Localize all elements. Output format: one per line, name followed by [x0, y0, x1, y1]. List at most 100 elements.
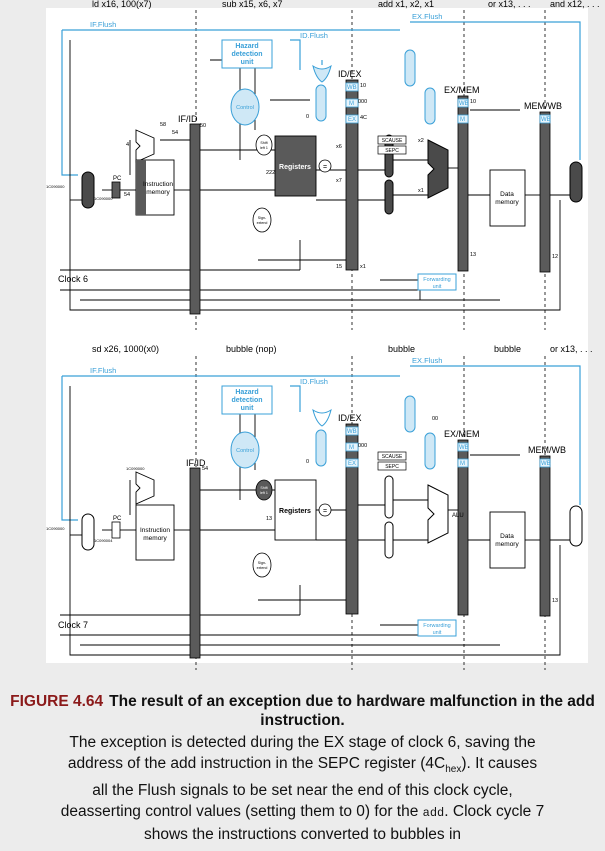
- data-memory-label: Data: [500, 191, 514, 198]
- writeback-mux: [570, 506, 582, 546]
- value-label: 10: [470, 99, 476, 105]
- ex-flush-label: EX.Flush: [412, 356, 442, 365]
- control-mux: [405, 396, 415, 432]
- value-label: x1: [360, 264, 366, 270]
- control-label: Control: [236, 448, 254, 454]
- value-label: 1C090000: [46, 184, 65, 189]
- sign-extend-label: Sign-: [258, 216, 267, 220]
- ex-flush-label: EX.Flush: [412, 12, 442, 21]
- m-field: M: [349, 445, 354, 451]
- control-mux: [425, 88, 435, 124]
- id-flush-label: ID.Flush: [300, 377, 328, 386]
- control-mux: [405, 50, 415, 86]
- shift-label: left 1: [260, 491, 268, 495]
- sign-extend-unit: [253, 553, 271, 577]
- value-label: 4: [126, 142, 129, 148]
- id-ex-label: ID/EX: [338, 69, 362, 79]
- forward-mux-a: [385, 476, 393, 518]
- value-label: 13: [266, 516, 272, 522]
- value-label: 1C090000: [94, 196, 113, 201]
- sign-extend-label: extend: [257, 566, 268, 570]
- value-label: 0: [306, 114, 309, 120]
- svg-text:=: =: [323, 164, 327, 171]
- value-label: 10: [360, 83, 366, 89]
- data-memory-label: Data: [500, 533, 514, 540]
- value-label: x6: [336, 144, 342, 150]
- value-label: 1C090004: [94, 538, 113, 543]
- if-id-label: IF/ID: [178, 114, 198, 124]
- forwarding-label: Forwarding: [423, 623, 451, 629]
- value-label: 222: [266, 170, 275, 176]
- shift-left-unit: [256, 480, 272, 500]
- stage-label: and x12, . . .: [550, 0, 600, 9]
- pipeline-exception-figure: ld x16, 100(x7) sub x15, x6, x7 add x1, …: [0, 0, 605, 690]
- clock-label: Clock 7: [58, 620, 88, 630]
- pc-register: [112, 522, 120, 538]
- instruction-memory-label: memory: [143, 535, 167, 542]
- mem-wb-label: MEM/WB: [528, 445, 566, 455]
- value-label: 4C: [360, 115, 367, 121]
- pc-register: [112, 182, 120, 198]
- pc-label: PC: [113, 176, 122, 182]
- value-label: 12: [552, 254, 558, 260]
- control-label: Control: [236, 105, 254, 111]
- hazard-label: Hazard: [235, 43, 258, 50]
- ex-mem-label: EX/MEM: [444, 429, 480, 439]
- figure-caption: FIGURE 4.64 The result of an exception du…: [0, 692, 605, 845]
- value-label: 13: [470, 252, 476, 258]
- stage-label: add x1, x2, x1: [378, 0, 434, 9]
- stage-label: sd x26, 1000(x0): [92, 344, 159, 354]
- value-label: 000: [358, 443, 367, 449]
- m-field: M: [460, 461, 465, 467]
- wb-field: WB: [541, 117, 551, 123]
- mem-wb-label: MEM/WB: [524, 101, 562, 111]
- id-ex-register: [346, 80, 358, 270]
- stage-label: bubble: [494, 344, 521, 354]
- stage-label: or x13, . . .: [488, 0, 531, 9]
- wb-field: WB: [347, 85, 357, 91]
- sign-extend-unit: [253, 208, 271, 232]
- ex-field: EX: [348, 461, 356, 467]
- shift-left-unit: [256, 135, 272, 155]
- if-flush-label: IF.Flush: [90, 366, 116, 375]
- value-label: 58: [160, 122, 166, 128]
- instruction-memory-label: Instruction: [140, 527, 170, 534]
- forward-mux-b: [385, 522, 393, 558]
- alu-label: ALU: [452, 513, 464, 519]
- registers-label: Registers: [279, 508, 311, 515]
- value-label: x7: [336, 178, 342, 184]
- shift-label: left 1: [260, 146, 268, 150]
- value-label: 1C090000: [46, 526, 65, 531]
- value-label: 1C090000: [126, 466, 145, 471]
- value-label: 54: [202, 466, 208, 472]
- wb-field: WB: [459, 445, 469, 451]
- caption-body: The exception is detected during the EX …: [0, 732, 605, 845]
- if-id-register: [190, 124, 200, 314]
- writeback-mux: [570, 162, 582, 202]
- instruction-memory-label: Instruction: [143, 181, 173, 188]
- sign-extend-label: Sign-: [258, 561, 267, 565]
- value-label: x2: [418, 138, 424, 144]
- hazard-label: Hazard: [235, 389, 258, 396]
- if-flush-label: IF.Flush: [90, 20, 116, 29]
- control-mux: [316, 430, 326, 466]
- caption-subscript: hex: [445, 764, 461, 775]
- value-label: 0: [306, 459, 309, 465]
- figure-number: FIGURE 4.64: [10, 693, 103, 710]
- forwarding-label: Forwarding: [423, 277, 451, 283]
- data-memory: [490, 512, 525, 568]
- sepc-label: SEPC: [385, 464, 399, 470]
- caption-title: The result of an exception due to hardwa…: [109, 693, 595, 729]
- control-mux: [316, 85, 326, 121]
- stage-label: ld x16, 100(x7): [92, 0, 152, 9]
- data-memory-label: memory: [495, 541, 519, 548]
- id-ex-label: ID/EX: [338, 413, 362, 423]
- hazard-label: detection: [231, 51, 262, 58]
- ex-mem-label: EX/MEM: [444, 85, 480, 95]
- caption-title-block: FIGURE 4.64 The result of an exception du…: [0, 692, 605, 730]
- instruction-memory-label: memory: [146, 189, 170, 196]
- value-label: 15: [336, 264, 342, 270]
- wb-field: WB: [541, 461, 551, 467]
- hazard-label: unit: [241, 59, 254, 66]
- value-label: 54: [124, 192, 130, 198]
